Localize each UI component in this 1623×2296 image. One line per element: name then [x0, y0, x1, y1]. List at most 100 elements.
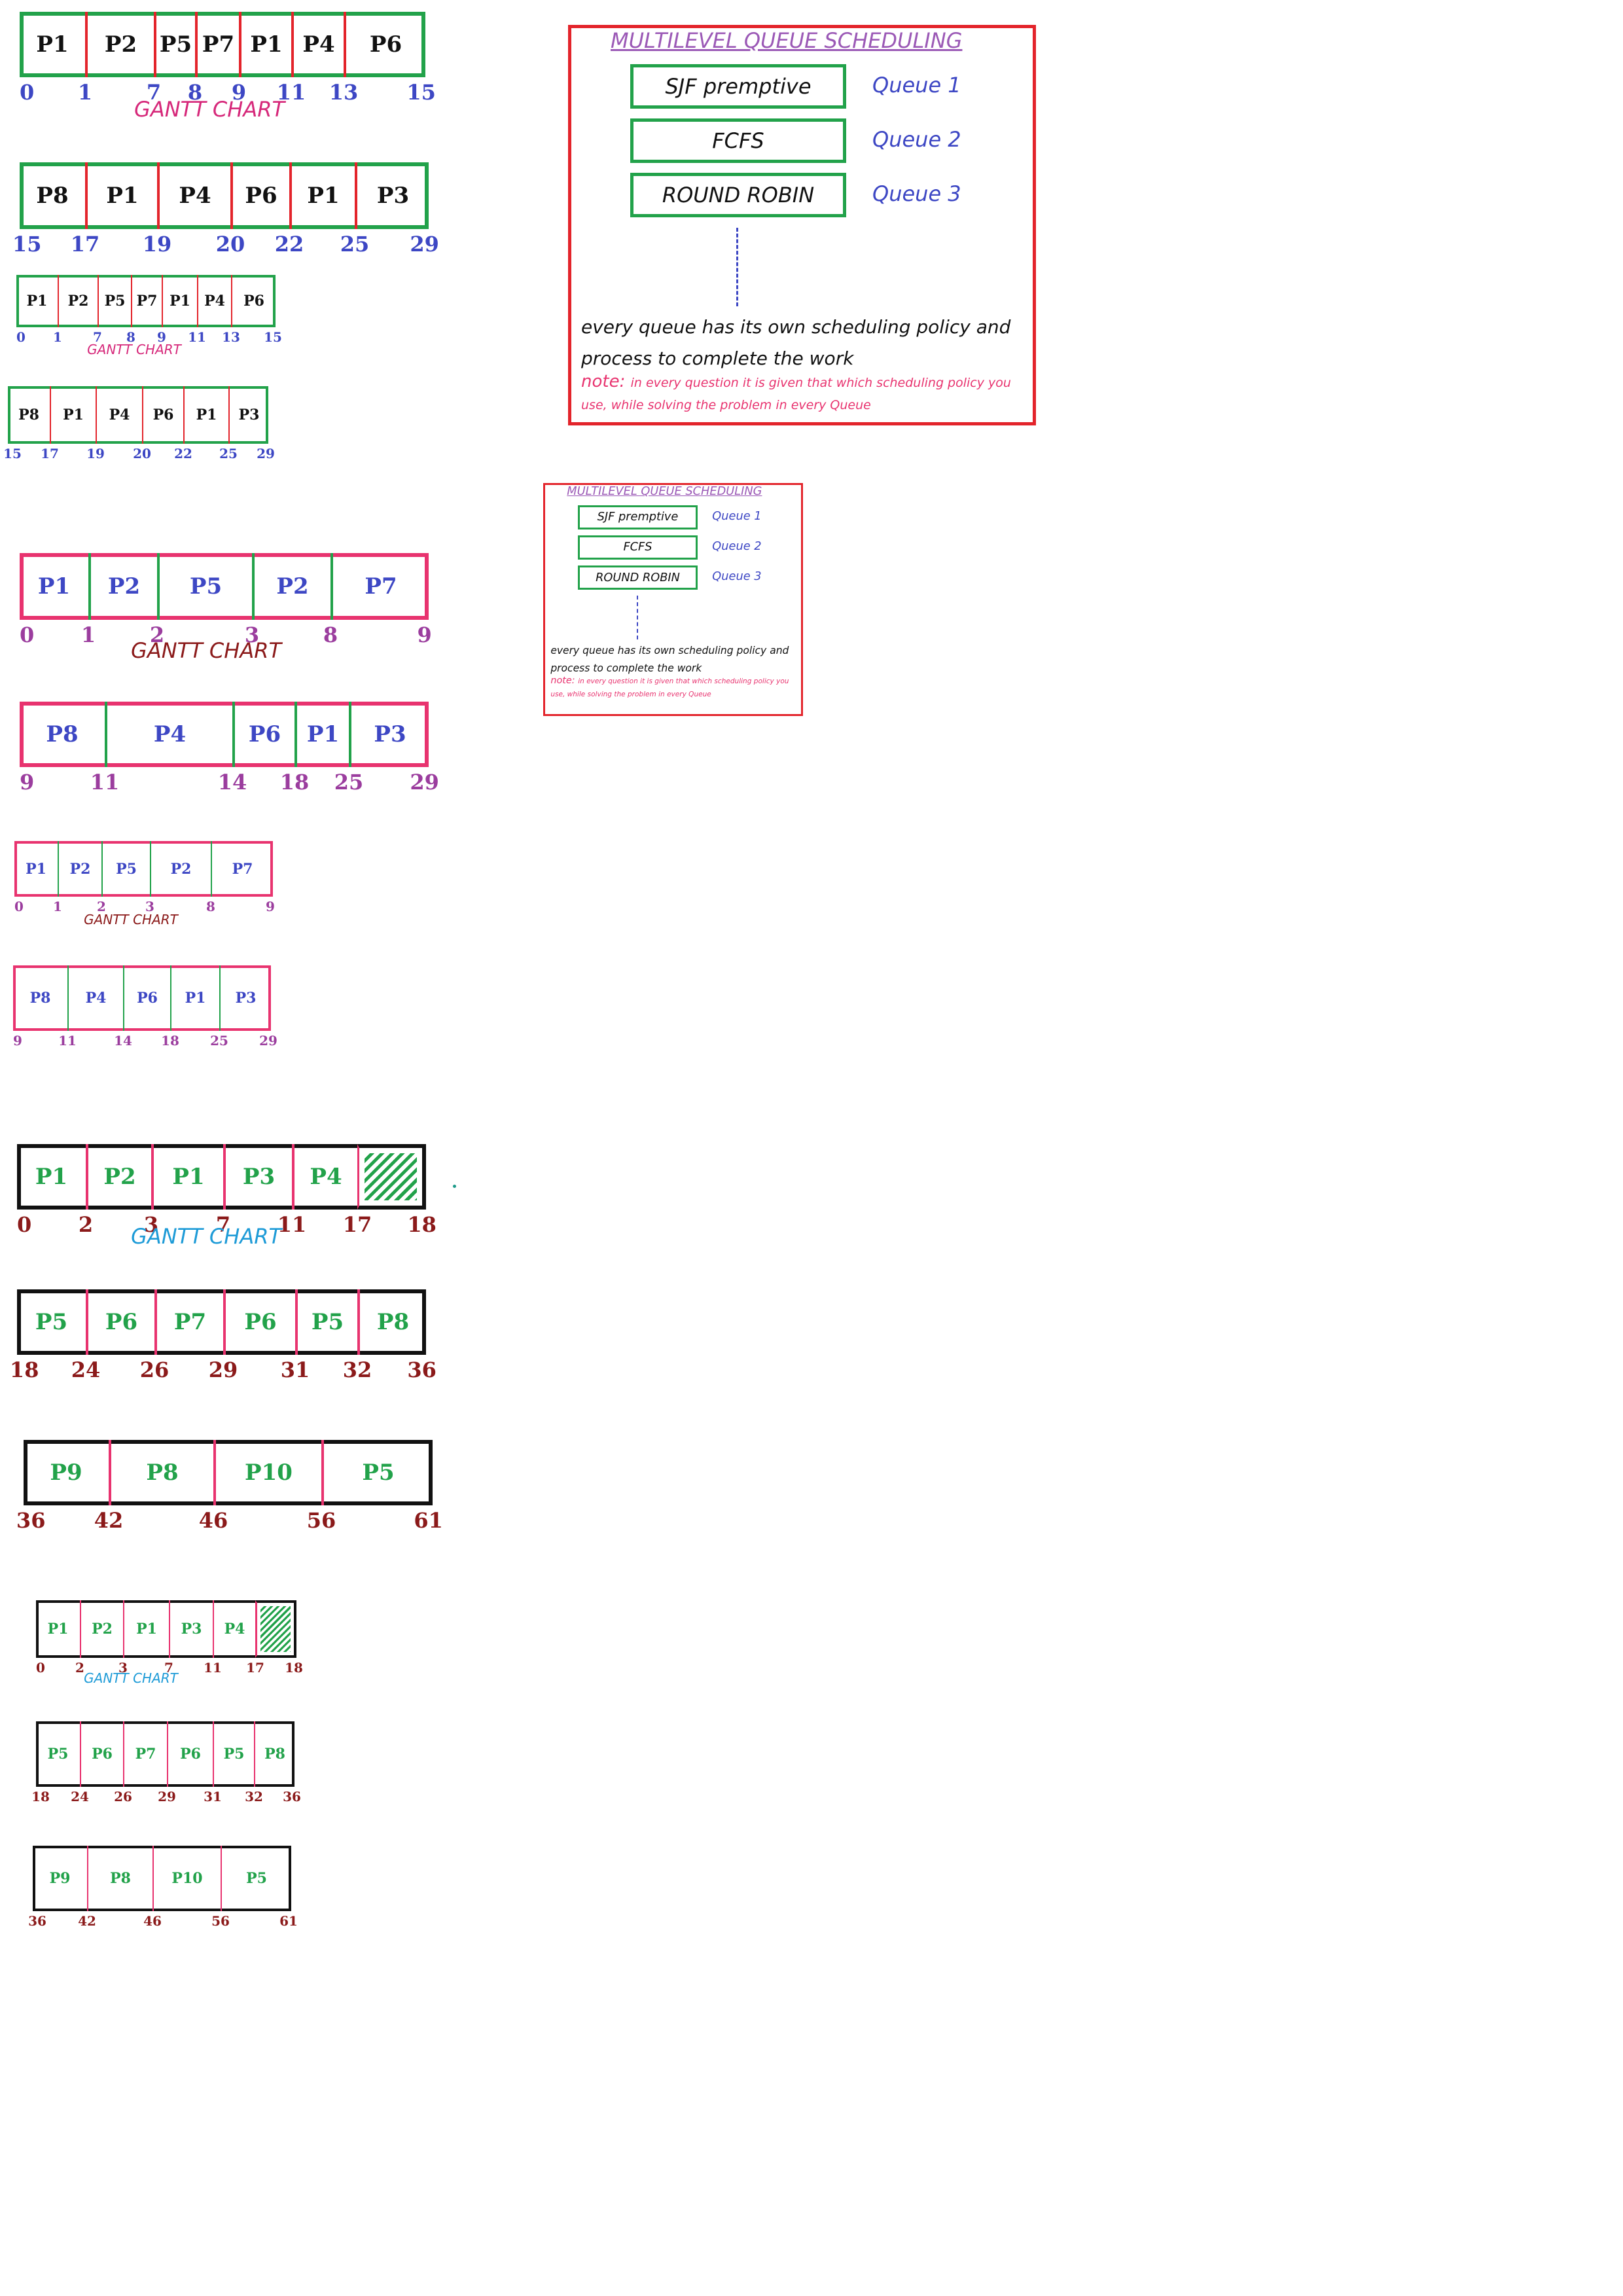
gantt-bar [36, 1721, 294, 1787]
gantt-segment: P2 [58, 841, 101, 897]
gantt-segment: P4 [67, 965, 123, 1031]
time-tick: 1 [77, 80, 93, 105]
gantt-title: GANTT CHART [84, 1670, 178, 1686]
time-tick: 32 [245, 1788, 263, 1804]
time-tick: 1 [80, 622, 96, 647]
time-tick: 0 [14, 898, 24, 914]
time-tick: 0 [16, 329, 26, 345]
queue-policy-box: ROUND ROBIN [577, 565, 698, 590]
gantt-segment: P8 [36, 183, 69, 209]
note-text: in every question it is given that which… [578, 677, 789, 686]
time-tick: 29 [158, 1788, 176, 1804]
gantt-segment: P7 [195, 12, 239, 77]
queue-label: Queue 2 [712, 539, 762, 553]
gantt-title: GANTT CHART [131, 638, 281, 663]
gantt-segment: P6 [123, 965, 170, 1031]
gantt-segment: P5 [47, 1746, 69, 1763]
note-line: note: in every question it is given that… [550, 675, 789, 686]
time-tick: 15 [406, 80, 436, 105]
time-tick: 14 [217, 770, 247, 795]
time-tick: 8 [323, 622, 338, 647]
description-line: every queue has its own scheduling polic… [550, 645, 789, 657]
gantt-segment: P9 [49, 1870, 71, 1887]
time-tick: 2 [75, 1659, 84, 1676]
time-tick: 56 [211, 1912, 230, 1929]
idle-hatch [255, 1600, 296, 1658]
gantt-segment: P7 [211, 841, 273, 897]
note-line: use, while solving the problem in every … [581, 398, 871, 412]
continuation-dashes [636, 596, 638, 639]
gantt-bar [13, 965, 271, 1031]
time-tick: 24 [71, 1357, 101, 1382]
gantt-segment: P1 [26, 860, 46, 878]
time-tick: 9 [417, 622, 432, 647]
queue-label: Queue 3 [872, 181, 961, 206]
time-tick: 2 [97, 898, 106, 914]
gantt-segment: P1 [50, 386, 96, 444]
gantt-segment: P6 [223, 1289, 295, 1355]
queue-label: Queue 1 [872, 73, 961, 98]
time-tick: 8 [126, 329, 135, 345]
gantt-segment: P4 [197, 275, 231, 327]
gantt-segment: P1 [170, 965, 219, 1031]
gantt-title: GANTT CHART [84, 912, 178, 927]
gantt-bar [33, 1846, 291, 1911]
time-tick: 11 [204, 1659, 222, 1676]
gantt-segment: P5 [101, 841, 150, 897]
gantt-segment: P6 [232, 702, 294, 767]
queue-policy-box: SJF premptive [577, 505, 698, 530]
time-tick: 19 [86, 445, 105, 461]
time-tick: 9 [13, 1032, 22, 1049]
time-tick: 29 [208, 1357, 238, 1382]
gantt-bar [24, 1440, 433, 1505]
description-line: process to complete the work [581, 348, 854, 369]
gantt-segment: P4 [213, 1600, 255, 1658]
gantt-segment: P5 [321, 1440, 433, 1505]
queue-policy-box: SJF premptive [630, 64, 846, 109]
time-tick: 13 [329, 80, 359, 105]
time-tick: 9 [266, 898, 275, 914]
gantt-segment: P6 [142, 386, 183, 444]
time-tick: 11 [90, 770, 120, 795]
time-tick: 61 [414, 1508, 443, 1533]
time-tick: 1 [53, 898, 62, 914]
queue-policy-box: FCFS [577, 535, 698, 560]
gantt-segment: P1 [37, 573, 71, 600]
description-line: process to complete the work [550, 662, 702, 674]
time-tick: 25 [210, 1032, 228, 1049]
gantt-segment: P6 [80, 1721, 123, 1787]
gantt-segment: P6 [86, 1289, 154, 1355]
gantt-bar [20, 12, 425, 77]
gantt-segment: P3 [228, 386, 268, 444]
gantt-segment: P4 [291, 12, 344, 77]
time-tick: 15 [12, 232, 42, 257]
gantt-segment: P5 [157, 553, 252, 620]
gantt-segment: P8 [29, 990, 51, 1007]
queue-label: Queue 3 [712, 569, 762, 583]
gantt-segment: P1 [35, 1164, 68, 1190]
mlq-title: MULTILEVEL QUEUE SCHEDULING [611, 28, 963, 53]
time-tick: 56 [306, 1508, 336, 1533]
gantt-segment: P8 [18, 406, 39, 423]
gantt-segment: P3 [169, 1600, 213, 1658]
stray-dot [453, 1185, 456, 1188]
gantt-segment: P6 [167, 1721, 213, 1787]
time-tick: 29 [410, 232, 439, 257]
gantt-segment: P3 [219, 965, 271, 1031]
time-tick: 13 [222, 329, 240, 345]
time-tick: 3 [118, 1659, 128, 1676]
time-tick: 25 [219, 445, 238, 461]
time-tick: 22 [174, 445, 192, 461]
gantt-bar [20, 162, 429, 229]
time-tick: 9 [20, 770, 35, 795]
time-tick: 9 [231, 80, 247, 105]
gantt-segment: P4 [96, 386, 142, 444]
time-tick: 36 [407, 1357, 437, 1382]
gantt-segment: P8 [357, 1289, 426, 1355]
